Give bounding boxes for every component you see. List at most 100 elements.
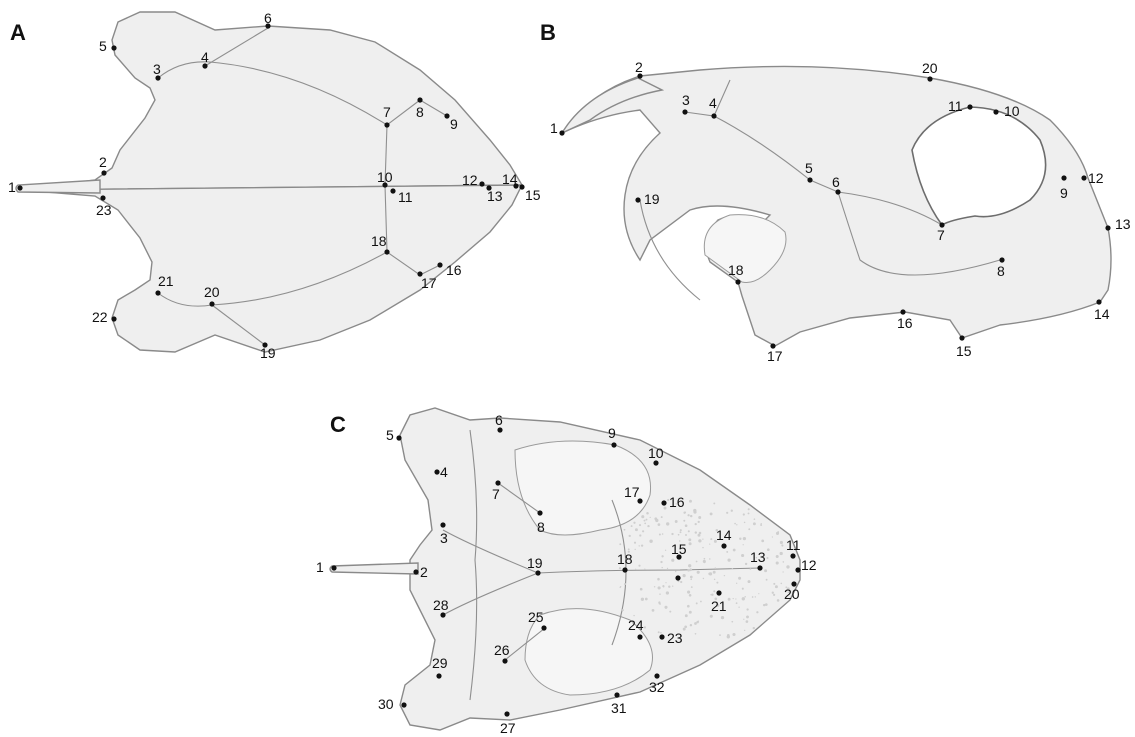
panel-b-landmark-label: 14 [1094, 306, 1110, 322]
panel-a-label: A [10, 20, 26, 45]
palate-speckle [739, 537, 741, 539]
panel-a-landmark-label: 13 [487, 188, 503, 204]
palate-speckle [782, 571, 783, 572]
panel-a-landmark-dot [519, 184, 524, 189]
panel-a-landmark-label: 9 [450, 116, 458, 132]
palate-speckle [781, 583, 783, 585]
palate-speckle [777, 599, 780, 602]
panel-c-landmark-dot [654, 673, 659, 678]
palate-speckle [664, 507, 667, 510]
palate-speckle [753, 627, 755, 629]
palate-speckle [709, 558, 710, 559]
panel-c-landmark-label: 2 [420, 564, 428, 580]
panel-b-landmark-label: 4 [709, 95, 717, 111]
panel-b-landmark-label: 3 [682, 92, 690, 108]
palate-speckle [652, 609, 655, 612]
palate-speckle [746, 620, 749, 623]
palate-speckle [688, 530, 690, 532]
panel-b: B 1234567891011121314151617181920 [540, 20, 1131, 364]
palate-speckle [731, 621, 733, 623]
panel-c-landmark-dot [622, 567, 627, 572]
palate-speckle [750, 568, 752, 570]
palate-speckle [641, 515, 644, 518]
palate-speckle [622, 609, 624, 611]
palate-speckle [710, 512, 713, 515]
palate-speckle [628, 548, 630, 550]
panel-c-landmark-dot [434, 469, 439, 474]
palate-speckle [766, 579, 768, 581]
palate-speckle [743, 544, 744, 545]
palate-speckle [638, 565, 640, 567]
palate-speckle [760, 524, 762, 526]
panel-b-landmark-label: 20 [922, 60, 938, 76]
palate-speckle [728, 598, 731, 601]
palate-speckle [703, 561, 705, 563]
palate-speckle [713, 571, 716, 574]
panel-a-landmark-label: 10 [377, 169, 393, 185]
palate-speckle [635, 569, 636, 570]
palate-speckle [752, 596, 754, 598]
palate-speckle [773, 594, 775, 596]
palate-speckle [672, 586, 673, 587]
panel-c-landmark-dot [675, 575, 680, 580]
panel-c-landmark-label: 9 [608, 425, 616, 441]
panel-a-landmark-label: 22 [92, 309, 108, 325]
panel-c-landmark-label: 30 [378, 696, 394, 712]
palate-speckle [660, 632, 662, 634]
panel-c-landmark-dot [502, 658, 507, 663]
palate-speckle [658, 586, 661, 589]
panel-c-landmark-dot [795, 567, 800, 572]
palate-speckle [732, 568, 733, 569]
panel-c-landmark-label: 12 [801, 557, 817, 573]
panel-a-landmark-dot [17, 185, 22, 190]
panel-c-landmark-label: 17 [624, 484, 640, 500]
palate-speckle [689, 594, 692, 597]
palate-speckle [704, 558, 706, 560]
panel-c-landmark-dot [440, 522, 445, 527]
palate-speckle [727, 558, 730, 561]
palate-speckle [755, 596, 756, 597]
palate-speckle [726, 512, 728, 514]
panel-b-landmark-dot [735, 279, 740, 284]
palate-speckle [697, 571, 700, 574]
panel-b-landmark-dot [1096, 299, 1101, 304]
palate-speckle [721, 616, 724, 619]
palate-speckle [663, 586, 665, 588]
panel-c-landmark-dot [497, 427, 502, 432]
palate-speckle [680, 529, 682, 531]
palate-speckle [748, 528, 750, 530]
panel-c-landmark-dot [611, 442, 616, 447]
panel-b-landmark-dot [559, 130, 564, 135]
palate-speckle [691, 586, 693, 588]
palate-speckle [634, 542, 636, 544]
panel-a-landmark-dot [437, 262, 442, 267]
palate-speckle [683, 520, 685, 522]
palate-speckle [763, 604, 765, 606]
palate-speckle [662, 567, 663, 568]
palate-speckle [668, 586, 670, 588]
palate-speckle [710, 615, 713, 618]
palate-speckle [780, 552, 783, 555]
palate-speckle [695, 523, 697, 525]
panel-b-landmark-dot [993, 109, 998, 114]
palate-speckle [758, 593, 759, 594]
palate-speckle [654, 586, 655, 587]
palate-speckle [683, 574, 686, 577]
palate-speckle [696, 602, 698, 604]
panel-c-landmark-dot [716, 590, 721, 595]
palate-speckle [719, 634, 721, 636]
panel-c-landmark-dot [614, 692, 619, 697]
palate-speckle [696, 561, 698, 563]
panel-c-landmark-label: 26 [494, 642, 510, 658]
panel-a-landmark-label: 15 [525, 187, 541, 203]
palate-speckle [689, 500, 692, 503]
panel-a-landmark-label: 6 [264, 10, 272, 26]
panel-b-landmark-label: 18 [728, 262, 744, 278]
palate-speckle [753, 522, 756, 525]
panel-a-landmark-label: 4 [201, 49, 209, 65]
palate-speckle [624, 529, 626, 531]
panel-b-landmark-dot [927, 76, 932, 81]
panel-b-landmark-label: 12 [1088, 170, 1104, 186]
panel-a-landmark-dot [384, 122, 389, 127]
palate-speckle [624, 583, 626, 585]
